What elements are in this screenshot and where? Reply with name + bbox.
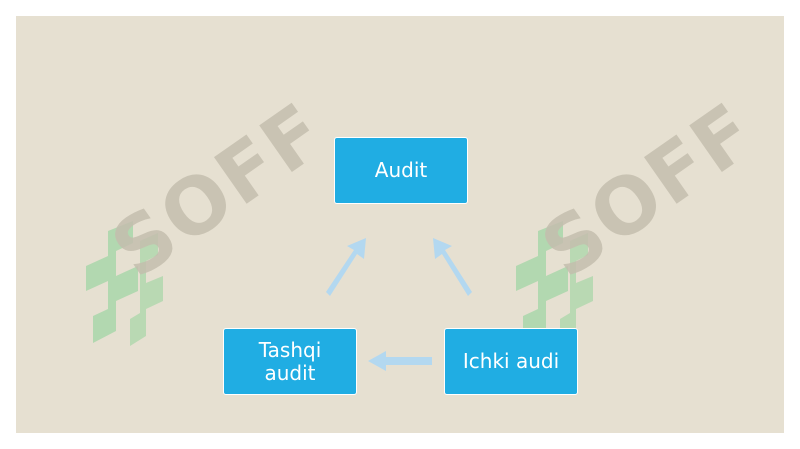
- arrow-ichki-to-audit: [433, 238, 472, 296]
- node-ichki-audit: Ichki audi: [444, 328, 578, 395]
- node-audit: Audit: [334, 137, 468, 204]
- node-ichki-label: Ichki audi: [462, 349, 560, 373]
- node-audit-label: Audit: [374, 158, 428, 182]
- arrow-tashqi-to-audit: [326, 238, 366, 296]
- node-tashqi-label-line1: Tashqi: [258, 337, 322, 362]
- slide-canvas: SOFF SOFF Audit Tashqi audit Ich: [16, 16, 784, 433]
- node-tashqi-label-line2: audit: [264, 360, 316, 385]
- arrow-ichki-to-tashqi: [368, 351, 432, 371]
- diagram-arrows: [326, 238, 472, 371]
- node-tashqi-audit: Tashqi audit: [223, 328, 357, 395]
